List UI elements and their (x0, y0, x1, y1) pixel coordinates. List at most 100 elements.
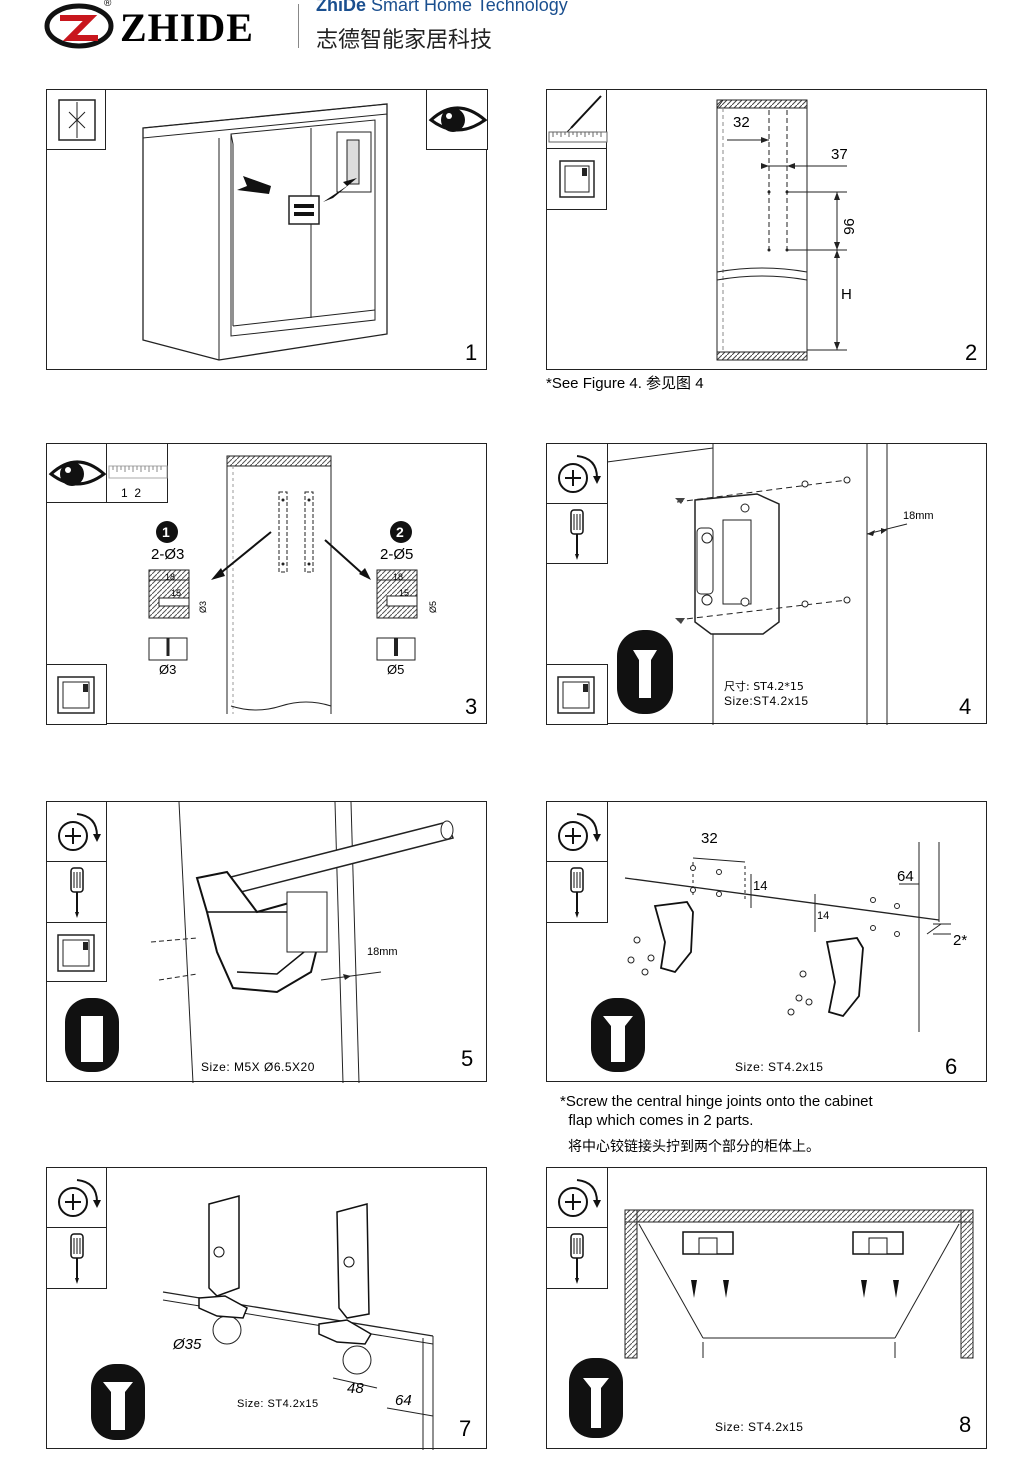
cabinet-icon-cell (546, 148, 607, 210)
figure-number: 8 (959, 1412, 972, 1437)
dim-o35: Ø35 (173, 1336, 202, 1353)
cabinet-top-hinge-drawing (569, 1209, 974, 1438)
cabinet-icon-cell (46, 664, 107, 725)
screw-rotate-cell (546, 1167, 608, 1228)
header-subtitle-en: ZhiDe Smart Home Technology (316, 0, 568, 16)
screwdriver-cell (546, 1227, 608, 1289)
dim-18mm: 18mm (903, 510, 934, 522)
size-label: Size: M5X Ø6.5X20 (201, 1060, 315, 1074)
figure-6: 32 14 14 64 2* Size: ST4.2x15 6 (546, 801, 987, 1082)
subtitle-en-rest: Smart Home Technology (366, 0, 568, 15)
cabinet-icon (57, 676, 95, 714)
pencil-ruler-cell (546, 89, 608, 149)
figure-number: 5 (461, 1046, 474, 1071)
figure-number: 2 (965, 340, 978, 365)
screw-rotate-icon (558, 813, 601, 851)
figure-4: 18mm 尺寸: ST4.2*15 Size:ST4.2x15 4 (546, 443, 987, 725)
step1-label: 2-Ø3 (151, 546, 185, 563)
screwdriver-cell (546, 503, 608, 564)
size-label: Size: ST4.2x15 (735, 1060, 824, 1074)
screwdriver-icon (570, 867, 584, 918)
figure-number: 6 (945, 1054, 958, 1079)
figure-3: 1 2 1 2 (46, 443, 487, 725)
figure-2-note: *See Figure 4. 参见图 4 (546, 375, 704, 392)
step1-dia: Ø3 (198, 600, 209, 614)
screw-rotate-icon (558, 1179, 601, 1217)
cabinet-icon (557, 676, 595, 714)
figure-8: Size: ST4.2x15 8 (546, 1167, 987, 1449)
hinge-mount-drawing (606, 444, 908, 725)
header-divider (298, 4, 299, 48)
figure-number: 3 (465, 694, 478, 719)
size-cn: 尺寸: ST4.2*15 (724, 680, 804, 693)
door-hinge-drawing (91, 1195, 434, 1450)
ruler-cell: 1 2 (106, 443, 168, 503)
ruler-label: 1 2 (121, 486, 142, 500)
flap-hinge-drawing (591, 842, 951, 1072)
step2-d15: 15 (399, 588, 410, 598)
dim-48: 48 (347, 1380, 364, 1397)
figure-number: 1 (465, 340, 478, 365)
registered-mark: ® (104, 0, 112, 9)
dim-37: 37 (831, 146, 848, 163)
screw-rotate-icon (58, 813, 101, 851)
screw-rotate-cell (46, 1167, 107, 1228)
eye-icon-cell (426, 89, 488, 150)
step2-drill-label: Ø5 (387, 662, 405, 677)
dim-14a: 14 (753, 878, 768, 893)
figure-number: 7 (459, 1416, 472, 1441)
screw-rotate-cell (546, 801, 608, 862)
figure-2: 32 37 96 H 2 (546, 89, 987, 370)
eye-icon (428, 106, 488, 132)
figure-6-note-en: *Screw the central hinge joints onto the… (560, 1093, 873, 1129)
step2-d18: 18 (393, 572, 404, 582)
cabinet-icon-cell (46, 922, 107, 982)
subtitle-en-bold: ZhiDe (316, 0, 367, 15)
step1-d18: 18 (165, 572, 176, 582)
figure-6-note-cn: 将中心铰链接头拧到两个部分的柜体上。 (568, 1139, 820, 1155)
screwdriver-cell (546, 861, 608, 923)
figure-number: 4 (959, 694, 972, 719)
size-label: Size:ST4.2x15 (724, 694, 809, 708)
size-label: Size: ST4.2x15 (715, 1420, 804, 1434)
eye-icon-cell (46, 443, 107, 503)
lift-mechanism-drawing (65, 801, 454, 1084)
dim-2star: 2* (953, 932, 968, 949)
cabinet-drawing (142, 103, 388, 361)
step2-label: 2-Ø5 (380, 546, 414, 563)
header-subtitle-cn: 志德智能家居科技 (316, 28, 493, 53)
step2-dia: Ø5 (428, 600, 439, 614)
screw-rotate-cell (546, 443, 608, 504)
step1-d15: 15 (171, 588, 182, 598)
dim-14b: 14 (817, 910, 830, 922)
screwdriver-cell (46, 1227, 107, 1289)
drilling-template-drawing (716, 99, 847, 361)
brand-logo (44, 3, 114, 49)
cabinet-icon (57, 934, 95, 972)
ruler-icon (108, 465, 168, 479)
dim-64: 64 (897, 868, 914, 885)
screw-rotate-icon (558, 455, 601, 493)
step1-drill-label: Ø3 (159, 662, 177, 677)
dim-32: 32 (733, 114, 750, 131)
measure-icon (58, 99, 96, 141)
screwdriver-icon (570, 509, 584, 560)
dim-64: 64 (395, 1392, 412, 1409)
measure-icon-cell (46, 89, 106, 150)
step2-badge-text: 2 (396, 524, 404, 540)
screwdriver-cell (46, 861, 107, 923)
screwdriver-icon (70, 1233, 84, 1284)
figure-1: 1 (46, 89, 488, 370)
logo-icon (44, 3, 114, 49)
screwdriver-icon (570, 1233, 584, 1284)
eye-icon (48, 460, 107, 486)
dim-18mm: 18mm (367, 946, 398, 958)
figure-5: 18mm Size: M5X Ø6.5X20 5 (46, 801, 487, 1084)
dim-32: 32 (701, 830, 718, 847)
cabinet-icon-cell (546, 664, 608, 725)
cabinet-icon (559, 160, 595, 198)
screwdriver-icon (70, 867, 84, 918)
panel-drilling-drawing (148, 455, 418, 714)
dim-H: H (841, 286, 852, 303)
step1-badge-text: 1 (162, 524, 170, 540)
